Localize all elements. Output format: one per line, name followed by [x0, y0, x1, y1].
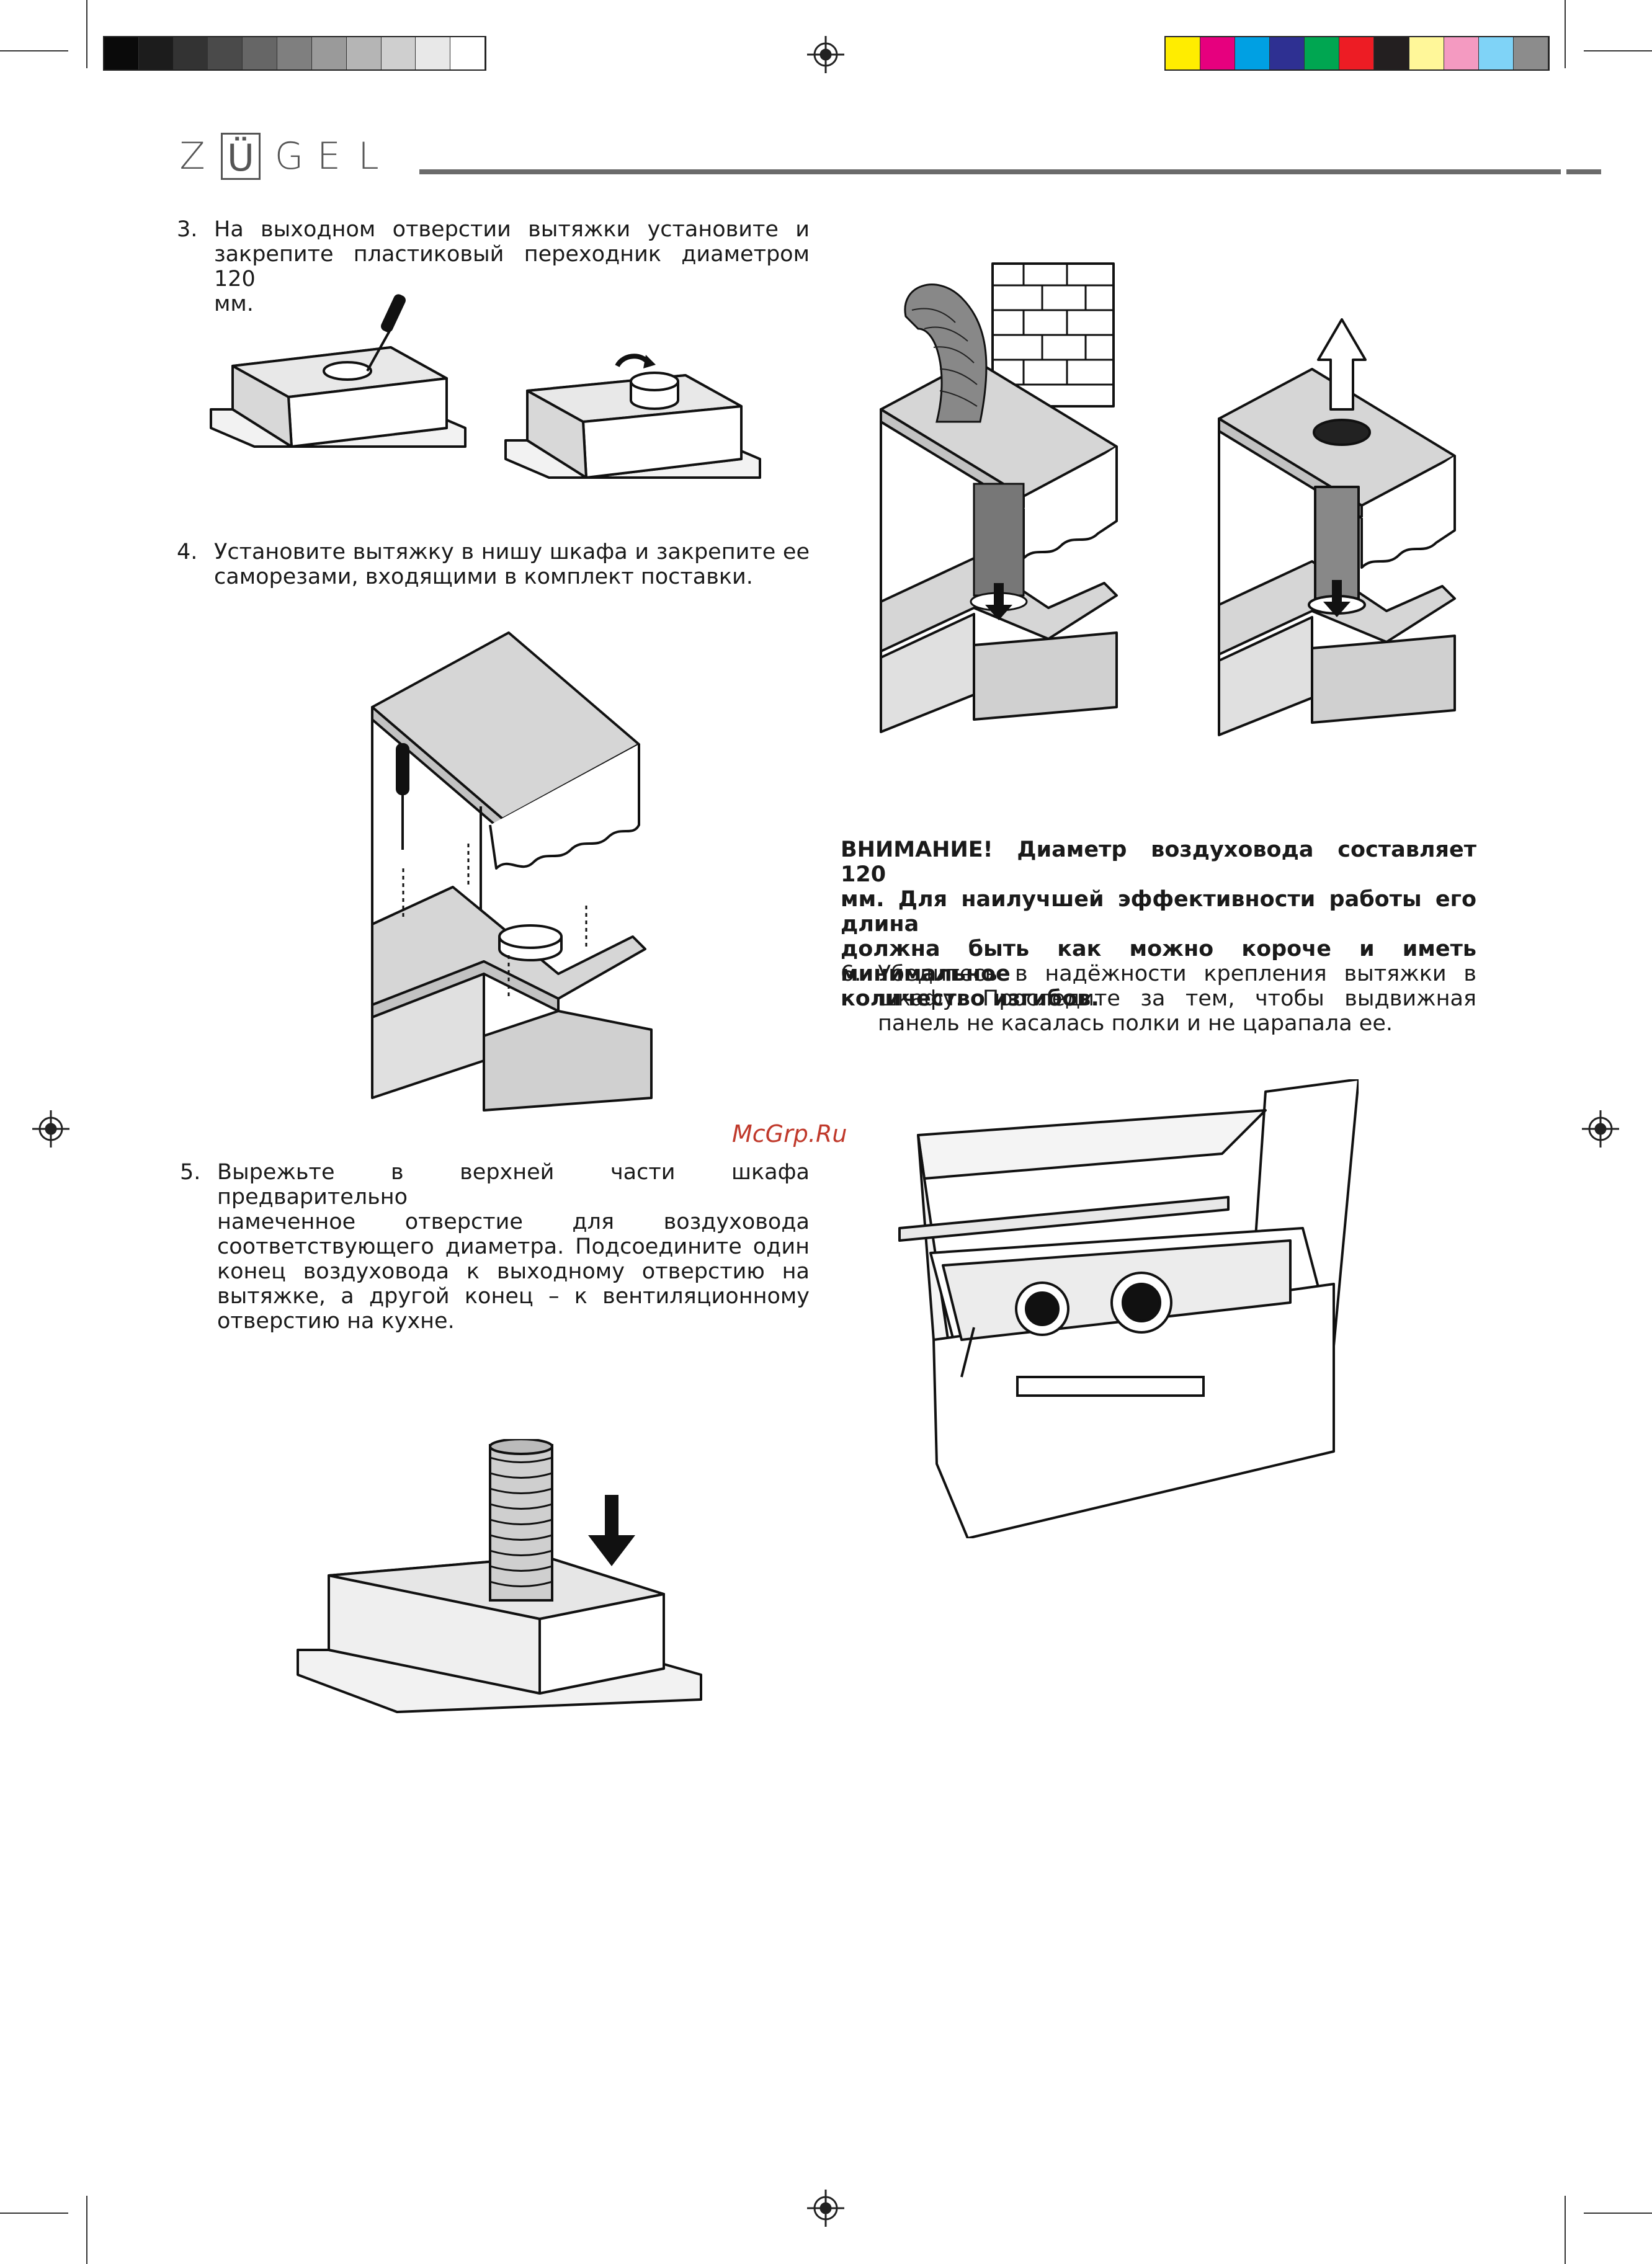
- registration-mark-top: [807, 36, 844, 73]
- registration-mark-bottom: [807, 2190, 844, 2227]
- color-swatch: [1409, 37, 1444, 69]
- logo-letter: Z: [179, 135, 205, 178]
- color-swatch: [381, 37, 416, 69]
- warning-line: должна быть как можно короче и иметь мин…: [841, 937, 1476, 986]
- logo-letter-boxed: Ü: [221, 133, 261, 180]
- warning-line: мм. Для наилучшей эффективности работы е…: [841, 887, 1476, 937]
- watermark: McGrp.Ru: [732, 1120, 847, 1148]
- color-swatch: [1513, 37, 1548, 69]
- step-line: На выходном отверстии вытяжки установите…: [214, 217, 810, 242]
- header-rule: [419, 169, 1561, 174]
- step-line: саморезами, входящими в комплект поставк…: [214, 564, 753, 589]
- step-number: 6.: [841, 961, 862, 986]
- color-swatch: [208, 37, 243, 69]
- step-3: 3. На выходном отверстии вытяжки установ…: [177, 217, 810, 316]
- color-swatch: [243, 37, 278, 69]
- color-swatch: [1374, 37, 1409, 69]
- grayscale-bar: [103, 36, 486, 71]
- brand-logo: Z Ü G E L: [172, 131, 388, 181]
- registration-mark-right: [1582, 1110, 1619, 1148]
- illustration-cabinet-open: [898, 1079, 1359, 1538]
- color-swatch: [277, 37, 312, 69]
- step-line: конец воздуховода к выходному отверстию …: [217, 1259, 810, 1284]
- step-line: панель не касалась полки и не царапала е…: [878, 1011, 1393, 1036]
- step-line: мм.: [214, 292, 254, 316]
- step-line: намеченное отверстие для воздуховода: [217, 1210, 810, 1234]
- color-swatch: [450, 37, 485, 69]
- illustration-hood-adapter: [504, 354, 761, 479]
- step-6: 6. Убедитесь в надёжности крепления вытя…: [841, 961, 1476, 1039]
- step-line: Вырежьте в верхней части шкафа предварит…: [217, 1160, 810, 1210]
- illustration-duct-up: [1218, 318, 1456, 736]
- step-line: вытяжке, а другой конец – к вентиляционн…: [217, 1284, 810, 1309]
- registration-mark-left: [32, 1110, 69, 1148]
- warning-block: ВНИМАНИЕ! Диаметр воздуховода составляет…: [841, 837, 1476, 1011]
- color-swatch: [1270, 37, 1305, 69]
- step-line: Убедитесь в надёжности крепления вытяжки…: [878, 961, 1476, 986]
- illustration-hood-screwdriver: [210, 294, 467, 448]
- step-number: 5.: [180, 1160, 201, 1185]
- logo-letter: G: [274, 135, 304, 178]
- illustration-duct-to-wall: [880, 262, 1118, 733]
- step-number: 4.: [177, 540, 198, 564]
- step-line: шкафу. Проследите за тем, чтобы выдвижна…: [878, 986, 1476, 1011]
- color-swatch: [1235, 37, 1270, 69]
- step-line: соответствующего диаметра. Подсоедините …: [217, 1234, 810, 1259]
- color-swatch: [416, 37, 451, 69]
- color-swatch: [1444, 37, 1479, 69]
- color-swatch: [173, 37, 208, 69]
- color-swatch: [138, 37, 174, 69]
- warning-line: количество изгибов.: [841, 986, 1099, 1011]
- color-swatch: [1478, 37, 1514, 69]
- color-swatch: [1305, 37, 1340, 69]
- step-line: Установите вытяжку в нишу шкафа и закреп…: [214, 540, 810, 564]
- logo-letter: L: [358, 135, 379, 178]
- illustration-hood-duct: [297, 1439, 702, 1713]
- step-line: отверстию на кухне.: [217, 1309, 455, 1334]
- color-swatch: [1200, 37, 1236, 69]
- step-5: 5. Вырежьте в верхней части шкафа предва…: [180, 1160, 810, 1334]
- step-number: 3.: [177, 217, 198, 242]
- logo-letter: E: [317, 135, 341, 178]
- color-swatch: [1339, 37, 1375, 69]
- illustration-cabinet-install: [371, 631, 653, 1112]
- step-line: закрепите пластиковый переходник диаметр…: [214, 242, 810, 292]
- color-bar: [1164, 36, 1550, 71]
- step-4: 4. Установите вытяжку в нишу шкафа и зак…: [177, 540, 810, 595]
- warning-line: ВНИМАНИЕ! Диаметр воздуховода составляет…: [841, 837, 1476, 887]
- color-swatch: [104, 37, 139, 69]
- color-swatch: [346, 37, 382, 69]
- header-rule-end: [1566, 169, 1601, 174]
- color-swatch: [311, 37, 347, 69]
- color-swatch: [1166, 37, 1201, 69]
